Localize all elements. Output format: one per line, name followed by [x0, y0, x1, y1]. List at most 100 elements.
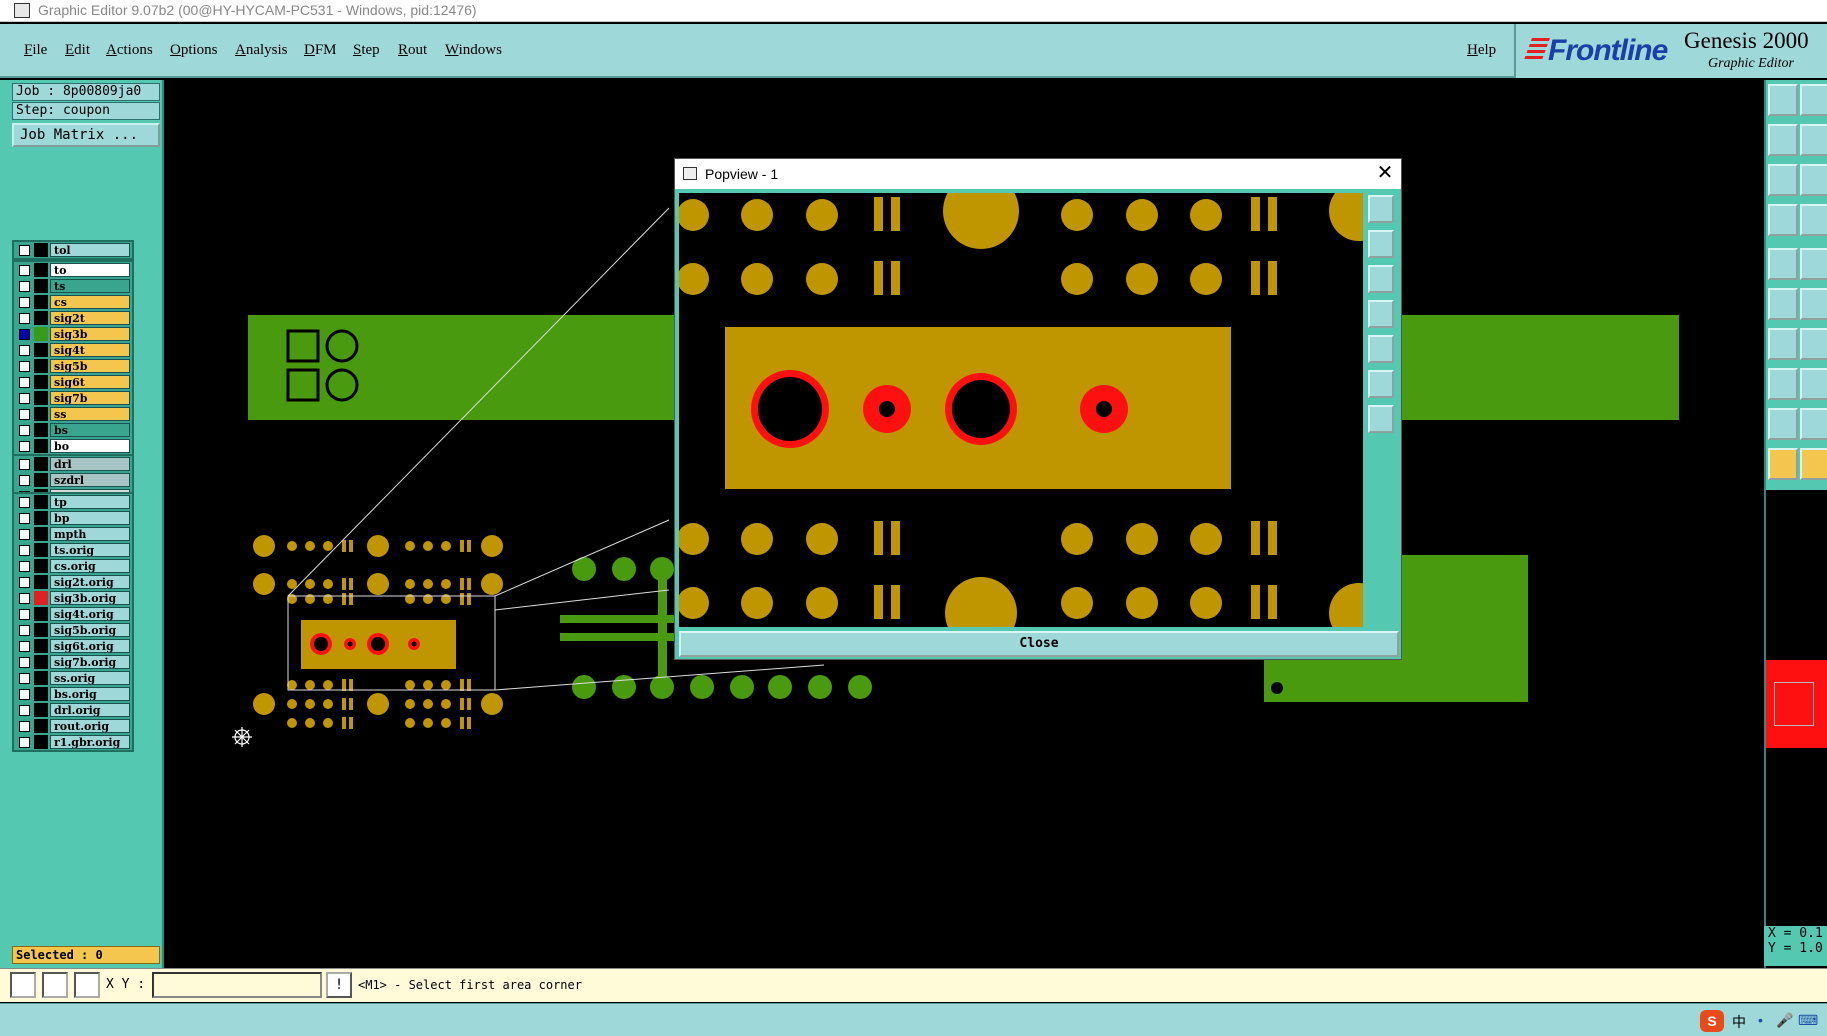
layer-row-ss[interactable]: ss: [14, 406, 132, 422]
layer-checkbox[interactable]: [19, 329, 30, 340]
layer-name[interactable]: cs.orig: [50, 559, 130, 573]
layer-color-swatch[interactable]: [34, 243, 48, 257]
layer-name[interactable]: szdrl: [50, 473, 130, 487]
layer-row-tp[interactable]: tp: [14, 494, 132, 510]
layer-color-swatch[interactable]: [34, 623, 48, 637]
layer-row-bp[interactable]: bp: [14, 510, 132, 526]
layer-color-swatch[interactable]: [34, 407, 48, 421]
angle-tool-icon[interactable]: [42, 972, 68, 998]
layer-checkbox[interactable]: [19, 545, 30, 556]
layer-color-swatch[interactable]: [34, 279, 48, 293]
layer-name[interactable]: sig5b.orig: [50, 623, 130, 637]
layer-row-rout.orig[interactable]: rout.orig: [14, 718, 132, 734]
layer-checkbox[interactable]: [19, 529, 30, 540]
layer-name[interactable]: rout.orig: [50, 719, 130, 733]
layer-checkbox[interactable]: [19, 281, 30, 292]
layer-row-drl.orig[interactable]: drl.orig: [14, 702, 132, 718]
layer-row-sig5b[interactable]: sig5b: [14, 358, 132, 374]
layer-checkbox[interactable]: [19, 393, 30, 404]
layer-color-swatch[interactable]: [34, 511, 48, 525]
layer-name[interactable]: sig3b: [50, 327, 130, 341]
layer-row-sig7b.orig[interactable]: sig7b.orig: [14, 654, 132, 670]
layer-name[interactable]: sig6t.orig: [50, 639, 130, 653]
keyboard-icon[interactable]: ⌨: [1798, 1012, 1819, 1028]
popview-tool-4[interactable]: [1368, 300, 1394, 328]
layer-name[interactable]: ts.orig: [50, 543, 130, 557]
layer-name[interactable]: bs: [50, 423, 130, 437]
layer-row-bs.orig[interactable]: bs.orig: [14, 686, 132, 702]
layer-checkbox[interactable]: [19, 673, 30, 684]
layer-color-swatch[interactable]: [34, 457, 48, 471]
tool-button-7[interactable]: [1768, 204, 1798, 236]
layer-name[interactable]: r1.gbr.orig: [50, 735, 130, 749]
layer-name[interactable]: sig2t: [50, 311, 130, 325]
ime-s-icon[interactable]: S: [1700, 1010, 1724, 1032]
tool-button-1[interactable]: [1768, 84, 1798, 116]
layer-checkbox[interactable]: [19, 297, 30, 308]
tool-button-13[interactable]: [1768, 328, 1798, 360]
menu-dfm[interactable]: DFM: [304, 42, 337, 58]
layer-color-swatch[interactable]: [34, 655, 48, 669]
layer-checkbox[interactable]: [19, 705, 30, 716]
layer-row-sig6t.orig[interactable]: sig6t.orig: [14, 638, 132, 654]
menu-analysis[interactable]: Analysis: [235, 42, 288, 58]
layer-checkbox[interactable]: [19, 313, 30, 324]
tool-button-16[interactable]: [1800, 368, 1827, 400]
layer-name[interactable]: sig3b.orig: [50, 591, 130, 605]
message-alert-icon[interactable]: !: [326, 972, 352, 998]
layer-row-sig2t.orig[interactable]: sig2t.orig: [14, 574, 132, 590]
layer-color-swatch[interactable]: [34, 543, 48, 557]
menu-options[interactable]: Options: [170, 42, 218, 58]
layer-color-swatch[interactable]: [34, 439, 48, 453]
layer-checkbox[interactable]: [19, 441, 30, 452]
layer-row-sig7b[interactable]: sig7b: [14, 390, 132, 406]
layer-checkbox[interactable]: [19, 345, 30, 356]
tool-button-18[interactable]: [1800, 408, 1827, 440]
layer-checkbox[interactable]: [19, 361, 30, 372]
layer-row-mpth[interactable]: mpth: [14, 526, 132, 542]
menu-rout[interactable]: Rout: [398, 42, 428, 58]
layer-row-cs.orig[interactable]: cs.orig: [14, 558, 132, 574]
layer-name[interactable]: ss.orig: [50, 671, 130, 685]
layer-row-sig5b.orig[interactable]: sig5b.orig: [14, 622, 132, 638]
punctuation-icon[interactable]: •: [1758, 1012, 1763, 1028]
tool-button-6[interactable]: [1800, 164, 1827, 196]
popview-tool-3[interactable]: [1368, 265, 1394, 293]
layer-color-swatch[interactable]: [34, 607, 48, 621]
tool-button-2[interactable]: [1800, 84, 1827, 116]
layer-checkbox[interactable]: [19, 377, 30, 388]
layer-color-swatch[interactable]: [34, 473, 48, 487]
layer-color-swatch[interactable]: [34, 495, 48, 509]
popview-tool-7[interactable]: [1368, 405, 1394, 433]
layer-row-ts.orig[interactable]: ts.orig: [14, 542, 132, 558]
layer-row-ss.orig[interactable]: ss.orig: [14, 670, 132, 686]
measure-tool-icon[interactable]: [10, 972, 36, 998]
layer-name[interactable]: tol: [50, 243, 130, 257]
layer-checkbox[interactable]: [19, 409, 30, 420]
layer-color-swatch[interactable]: [34, 423, 48, 437]
layer-color-swatch[interactable]: [34, 327, 48, 341]
layer-checkbox[interactable]: [19, 475, 30, 486]
layer-name[interactable]: sig5b: [50, 359, 130, 373]
layer-checkbox[interactable]: [19, 561, 30, 572]
menu-file[interactable]: File: [24, 42, 48, 58]
layer-color-swatch[interactable]: [34, 263, 48, 277]
layer-checkbox[interactable]: [19, 641, 30, 652]
layer-name[interactable]: sig6t: [50, 375, 130, 389]
layer-checkbox[interactable]: [19, 721, 30, 732]
layer-color-swatch[interactable]: [34, 375, 48, 389]
layer-checkbox[interactable]: [19, 459, 30, 470]
close-icon[interactable]: ✕: [1376, 162, 1394, 184]
tool-button-4[interactable]: [1800, 124, 1827, 156]
tool-button-5[interactable]: [1768, 164, 1798, 196]
microphone-icon[interactable]: 🎤: [1776, 1012, 1794, 1028]
layer-name[interactable]: ss: [50, 407, 130, 421]
layer-color-swatch[interactable]: [34, 639, 48, 653]
layer-color-swatch[interactable]: [34, 591, 48, 605]
layer-row-sig2t[interactable]: sig2t: [14, 310, 132, 326]
layer-row-sig4t[interactable]: sig4t: [14, 342, 132, 358]
layer-name[interactable]: sig2t.orig: [50, 575, 130, 589]
layer-name[interactable]: drl.orig: [50, 703, 130, 717]
layer-checkbox[interactable]: [19, 625, 30, 636]
popview-tool-6[interactable]: [1368, 370, 1394, 398]
